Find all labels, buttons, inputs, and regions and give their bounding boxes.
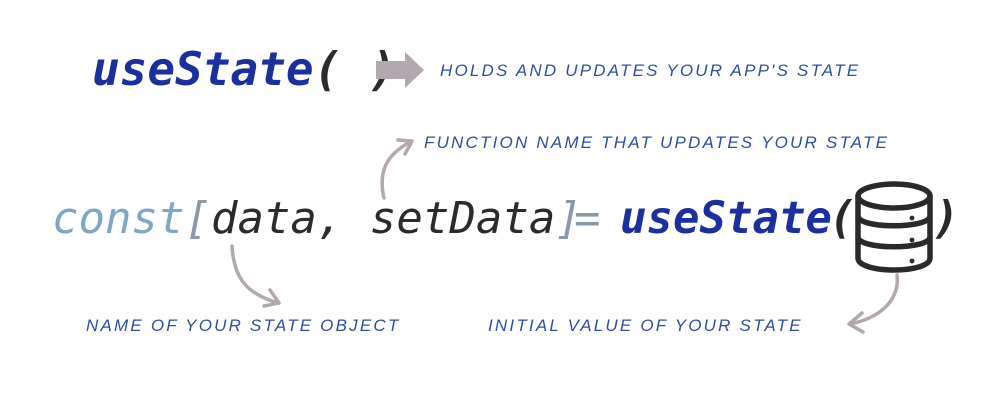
hook-name: useState (92, 42, 314, 96)
arrowhead-state (262, 288, 281, 308)
paren-close: ) (933, 193, 960, 244)
paren-open: ( (829, 193, 856, 244)
bracket-open: [ (184, 193, 211, 244)
equals-sign: = (574, 193, 601, 244)
const-keyword: const (52, 193, 185, 244)
curved-arrow-up-icon (380, 140, 412, 200)
bracket-close: ] (555, 193, 582, 244)
right-arrow-icon (376, 52, 424, 88)
arrowhead-initial (847, 311, 865, 334)
initial-value-annotation: Initial value of your state (488, 316, 803, 335)
hook-description: Holds and updates your app's state (440, 61, 861, 80)
database-icon (855, 181, 933, 273)
state-object-annotation: Name of your state object (86, 316, 401, 335)
hook-call: useState (620, 193, 832, 244)
curved-arrow-down-icon (230, 244, 280, 305)
curved-arrow-left-icon (848, 273, 899, 326)
setter-annotation: Function name that updates your state (424, 133, 890, 152)
separator: , (316, 193, 370, 244)
arrowhead-setter (396, 138, 414, 156)
state-variable: data (210, 193, 317, 244)
setter-function: setData (369, 193, 556, 244)
